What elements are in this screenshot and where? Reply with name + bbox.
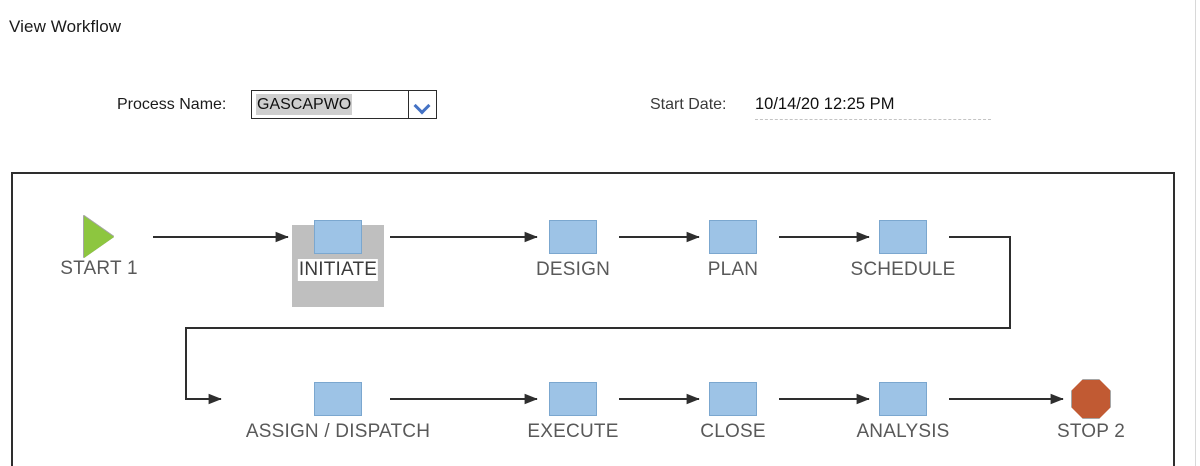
node-box-icon [709,220,757,254]
stop-octagon-icon [1071,379,1111,419]
workflow-node-label: INITIATE [297,259,379,281]
workflow-node-label: STOP 2 [1056,421,1126,442]
chevron-down-icon [415,100,430,109]
process-name-select[interactable]: GASCAPWO [251,90,437,119]
start-date-field[interactable]: 10/14/20 12:25 PM [755,92,991,120]
scrollbar-edge[interactable] [1195,0,1196,466]
process-name-label: Process Name: [117,96,227,113]
node-box-icon [879,220,927,254]
node-box-icon [709,382,757,416]
process-name-dropdown-button[interactable] [408,91,436,118]
process-name-value[interactable]: GASCAPWO [252,91,408,118]
workflow-node-label: ANALYSIS [856,421,950,442]
workflow-node-label: ASSIGN / DISPATCH [245,421,431,442]
node-box-icon [314,220,362,254]
node-box-icon [314,382,362,416]
start-date-label: Start Date: [650,96,727,113]
workflow-diagram-canvas[interactable]: START 1 INITIATE DESIGN PLAN SCHE [13,174,1173,466]
form-row: Process Name: GASCAPWO Start Date: 10/14… [0,90,1200,132]
start-triangle-icon [84,216,114,258]
page-title: View Workflow [9,17,122,36]
workflow-diagram-panel[interactable]: START 1 INITIATE DESIGN PLAN SCHE [11,172,1175,466]
process-name-selected-text: GASCAPWO [256,94,353,115]
workflow-node-label: DESIGN [535,259,611,280]
workflow-node-label: PLAN [707,259,759,280]
node-box-icon [549,382,597,416]
start-date-value: 10/14/20 12:25 PM [755,95,895,113]
workflow-node-label: CLOSE [700,421,766,442]
node-box-icon [879,382,927,416]
workflow-node-label: START 1 [60,258,138,279]
workflow-node-label: SCHEDULE [850,259,956,280]
workflow-node-label: EXECUTE [527,421,619,442]
node-box-icon [549,220,597,254]
